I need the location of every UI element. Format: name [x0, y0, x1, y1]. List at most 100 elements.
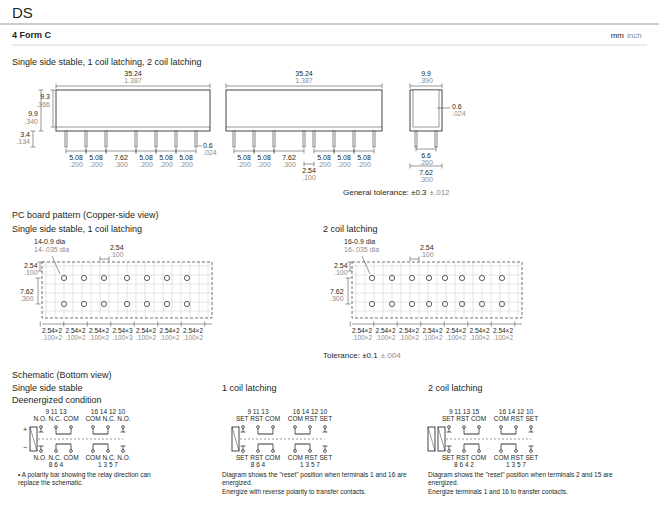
dimension-label: 2.54×2 — [469, 328, 489, 335]
relay-pin — [415, 131, 417, 147]
dimension-tick — [210, 84, 211, 89]
dimension-label: 1.387 — [124, 77, 142, 84]
pcb-hole — [479, 275, 484, 280]
dimension-tick — [181, 322, 182, 327]
dimension-tick — [63, 322, 64, 327]
dimension-tick — [56, 84, 57, 89]
dimension-label: .100 — [420, 251, 434, 258]
relay-pin — [373, 131, 375, 147]
dimension-label: 7.62 — [330, 288, 344, 295]
contact-line — [71, 428, 72, 434]
dimension-tick — [348, 262, 353, 263]
terminal-dot — [92, 426, 95, 429]
relay-pin — [155, 131, 157, 147]
dimension-tick — [36, 278, 41, 279]
dimension-label: 35.24 — [124, 70, 142, 77]
dimension-line — [136, 151, 156, 152]
terminal-dot — [55, 426, 58, 429]
dimension-tick — [314, 162, 315, 167]
dimension-label: .200 — [317, 161, 331, 168]
terminal-dot — [463, 426, 466, 429]
grid-line — [464, 262, 465, 318]
grid-line — [163, 262, 164, 318]
tolerance-note: ±.004 — [381, 352, 401, 360]
dimension-label: .024 — [203, 149, 217, 156]
contact-line — [41, 446, 42, 450]
contact-line — [464, 444, 465, 450]
dimension-tick — [36, 304, 41, 305]
pcb-hole — [459, 301, 464, 306]
contact-line — [529, 432, 534, 433]
dimension-tick — [382, 84, 383, 89]
pin-numbers: 1 3 5 7 — [506, 462, 526, 469]
dimension-tick — [420, 322, 421, 327]
dimension-label: .200 — [139, 161, 153, 168]
coil-symbol — [428, 427, 435, 451]
terminal-dot — [515, 450, 518, 453]
contact-blade — [464, 434, 479, 435]
terminal-dot — [530, 426, 533, 429]
dimension-tick — [442, 84, 443, 89]
grid-line — [208, 262, 209, 318]
subtitle: 4 Form C — [12, 31, 51, 40]
contact-line — [258, 428, 259, 434]
pcb-hole — [101, 275, 106, 280]
terminal-names: COM RST SET — [494, 455, 538, 462]
note: Energize terminals 1 and 16 to transfer … — [428, 488, 633, 496]
dimension-label: .100×2 — [422, 335, 442, 342]
dimension-label: .100×2 — [183, 335, 203, 342]
relay-body — [56, 90, 210, 131]
dimension-label: .200 — [237, 161, 251, 168]
pcb-hole — [369, 301, 374, 306]
dimension-label: 5.08 — [357, 154, 371, 161]
hole-spec: 16-0.9 dia — [344, 238, 375, 245]
section-heading: Single side stable — [12, 384, 83, 393]
relay-pin — [313, 131, 315, 147]
dimension-line — [254, 151, 274, 152]
contact-blade — [295, 434, 310, 435]
section-heading: PC board pattern (Copper-side view) — [12, 211, 159, 220]
terminal-names: COM N.C. N.O. — [85, 455, 130, 462]
dimension-label: .100 — [302, 174, 316, 181]
grid-line — [145, 262, 146, 318]
dimension-tick — [514, 322, 515, 327]
pcb-hole — [81, 301, 86, 306]
dimension-label: .024 — [452, 110, 466, 117]
tolerance-note: Tolerance: ±0.1 — [323, 352, 378, 360]
pcb-hole — [164, 275, 169, 280]
contact-line — [447, 432, 452, 433]
grid-line — [42, 266, 212, 267]
pcb-hole — [81, 275, 86, 280]
terminal-dot — [324, 450, 327, 453]
terminal-dot — [70, 426, 73, 429]
dimension-label: 2.54×2 — [136, 328, 156, 335]
dimension-line — [86, 151, 106, 152]
dimension-tick — [304, 149, 305, 154]
dimension-line — [274, 151, 304, 152]
contact-line — [241, 432, 246, 433]
dimension-tick — [314, 149, 315, 154]
dimension-tick — [38, 271, 43, 272]
dimension-label: .200 — [357, 161, 371, 168]
terminal-names: N.O. N.C. COM — [33, 455, 78, 462]
pin-numbers: 9 11 13 15 — [449, 409, 479, 416]
header-rule — [12, 45, 647, 46]
terminal-dot — [242, 426, 245, 429]
dimension-line — [352, 324, 522, 325]
dimension-label: .200 — [257, 161, 271, 168]
relay-pin — [353, 131, 355, 147]
contact-blade — [501, 444, 516, 445]
dimension-line — [38, 278, 39, 304]
contact-line — [310, 444, 311, 450]
dimension-tick — [134, 322, 135, 327]
coil-winding — [30, 427, 37, 451]
dimension-label: .100×2 — [375, 335, 395, 342]
dimension-label: .100×2 — [352, 335, 372, 342]
dimension-tick — [410, 257, 411, 262]
leader-line — [198, 146, 202, 147]
terminal-names: SET RST COM — [442, 455, 486, 462]
dimension-tick — [226, 84, 227, 89]
dimension-label: .134 — [16, 138, 30, 145]
dimension-label: 2.54 — [334, 262, 348, 269]
terminal-names: COM RST SET — [494, 416, 538, 423]
